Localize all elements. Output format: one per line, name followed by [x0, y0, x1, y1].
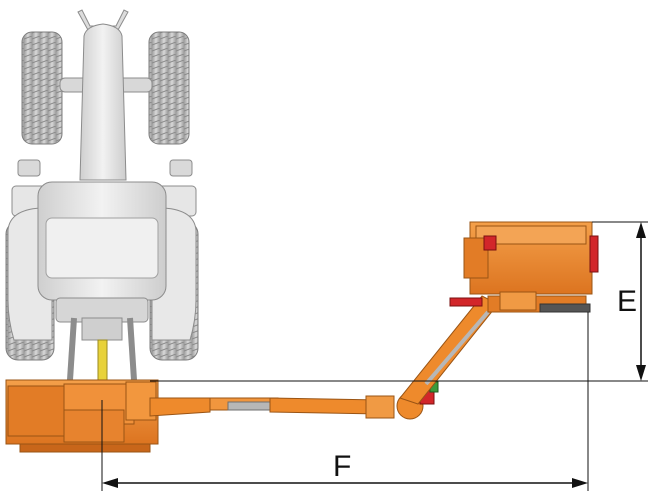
lower-link-left: [67, 317, 77, 381]
flail-skid: [539, 303, 591, 313]
outer-arm-cylinder: [424, 310, 490, 386]
step-left: [17, 159, 41, 177]
head-red-tab: [589, 235, 599, 273]
mower-base-unit: [5, 379, 159, 453]
tractor: [5, 9, 199, 383]
elbow-joint: [365, 395, 395, 419]
boom-arm: [149, 295, 499, 420]
flail-top-cover: [475, 225, 587, 245]
main-boom: [149, 397, 211, 417]
outer-arm: [399, 295, 499, 405]
second-boom: [269, 397, 381, 415]
base-foot: [19, 443, 151, 453]
arm-head-red: [449, 297, 483, 307]
dimension-e: [150, 221, 648, 382]
front-left-wheel: [21, 31, 63, 145]
dim-f-arrow-right: [572, 478, 588, 488]
dim-e-arrow-top: [636, 222, 646, 238]
oil-tank: [63, 409, 125, 443]
cab-roof-panel: [45, 217, 159, 279]
hitch-frame: [81, 317, 123, 341]
motor-red-cap: [483, 235, 497, 251]
head-mount: [499, 291, 537, 311]
flail-head: [463, 221, 599, 313]
step-right: [169, 159, 193, 177]
dimension-f: [101, 312, 589, 491]
pto-shaft: [97, 339, 108, 383]
dim-e-arrow-bottom: [636, 365, 646, 381]
dimension-f-label: F: [333, 450, 352, 483]
gearbox-housing: [7, 385, 65, 437]
dimension-e-label: E: [617, 285, 638, 318]
bonnet: [79, 23, 127, 181]
front-right-wheel: [148, 31, 190, 145]
dim-f-arrow-left: [102, 478, 118, 488]
lower-link-right: [127, 317, 137, 381]
